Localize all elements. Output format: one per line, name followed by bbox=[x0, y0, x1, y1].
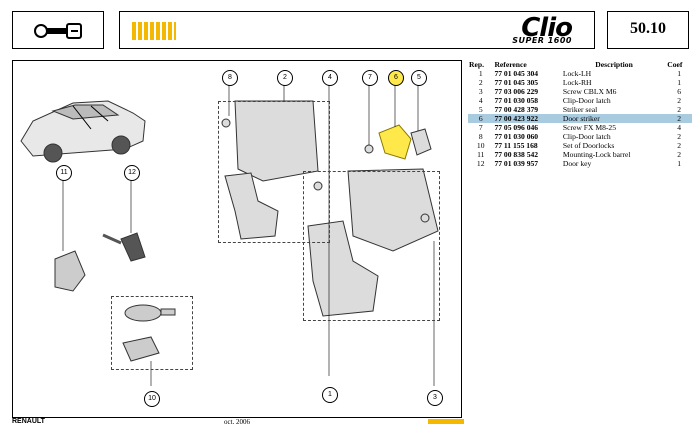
row-description: Door striker bbox=[561, 114, 667, 123]
callout-8[interactable]: 8 bbox=[222, 70, 238, 86]
door-striker-part bbox=[378, 124, 412, 160]
brand-stripes bbox=[132, 22, 176, 40]
row-rep: 3 bbox=[478, 87, 483, 96]
section-code: 50.10 bbox=[630, 20, 666, 37]
row-description: Set of Doorlocks bbox=[562, 141, 615, 150]
col-description: Description bbox=[595, 60, 633, 69]
row-rep: 8 bbox=[478, 132, 483, 141]
key-part bbox=[102, 232, 146, 262]
row-description: Lock-RH bbox=[562, 78, 592, 87]
callout-2[interactable]: 2 bbox=[277, 70, 293, 86]
row-description: Screw FX M8-25 bbox=[562, 123, 616, 132]
row-description: Screw CBLX M6 bbox=[562, 87, 617, 96]
model-logo-sub: SUPER 1600 bbox=[512, 36, 572, 45]
row-rep: 6 bbox=[468, 114, 494, 123]
section-code-box: 50.10 bbox=[607, 11, 689, 49]
row-reference: 77 05 096 046 bbox=[494, 123, 539, 132]
row-rep: 10 bbox=[476, 141, 485, 150]
row-reference: 77 00 428 379 bbox=[494, 105, 539, 114]
parts-table: Rep. Reference Description Coef 1 77 01 0… bbox=[468, 60, 692, 168]
row-coef: 2 bbox=[677, 132, 682, 141]
table-row[interactable]: 2 77 01 045 305 Lock-RH 1 bbox=[468, 78, 692, 87]
col-rep: Rep. bbox=[469, 60, 484, 69]
key-lock-icon bbox=[34, 23, 82, 39]
parts-table-header: Rep. Reference Description Coef bbox=[468, 60, 692, 69]
row-reference: 77 03 006 229 bbox=[494, 87, 539, 96]
row-reference: 77 01 045 305 bbox=[494, 78, 539, 87]
row-description: Clip-Door latch bbox=[562, 132, 611, 141]
row-coef: 1 bbox=[677, 69, 682, 78]
col-reference: Reference bbox=[494, 60, 527, 69]
row-coef: 1 bbox=[677, 78, 682, 87]
row-reference: 77 01 030 058 bbox=[494, 96, 539, 105]
row-rep: 4 bbox=[478, 96, 483, 105]
row-rep: 1 bbox=[478, 69, 483, 78]
table-row[interactable]: 4 77 01 030 058 Clip-Door latch 2 bbox=[468, 96, 692, 105]
callout-1[interactable]: 1 bbox=[322, 387, 338, 403]
callout-4[interactable]: 4 bbox=[322, 70, 338, 86]
table-row[interactable]: 3 77 03 006 229 Screw CBLX M6 6 bbox=[468, 87, 692, 96]
callout-12[interactable]: 12 bbox=[124, 165, 140, 181]
callout-10[interactable]: 10 bbox=[144, 391, 160, 407]
row-coef: 2 bbox=[677, 105, 682, 114]
row-description: Lock-LH bbox=[562, 69, 592, 78]
parts-illustration bbox=[20, 83, 439, 386]
row-reference: 77 01 039 957 bbox=[494, 159, 539, 168]
row-rep: 7 bbox=[478, 123, 483, 132]
table-row[interactable]: 12 77 01 039 957 Door key 1 bbox=[468, 159, 692, 168]
footer-brand: RENAULT bbox=[12, 418, 45, 425]
row-reference: 77 11 155 168 bbox=[494, 141, 538, 150]
row-reference: 77 00 423 922 bbox=[493, 114, 562, 123]
lock-parts bbox=[221, 100, 439, 317]
title-banner: Clio SUPER 1600 bbox=[119, 11, 595, 49]
footer-accent-bar bbox=[428, 419, 464, 424]
row-rep: 5 bbox=[478, 105, 483, 114]
row-description: Clip-Door latch bbox=[562, 96, 611, 105]
lock-group-lower bbox=[303, 171, 440, 321]
callout-5[interactable]: 5 bbox=[411, 70, 427, 86]
row-description: Door key bbox=[562, 159, 592, 168]
car-illustration bbox=[20, 100, 146, 163]
doorlock-set-part bbox=[122, 304, 176, 362]
callout-6[interactable]: 6 bbox=[388, 70, 404, 86]
row-rep: 2 bbox=[478, 78, 483, 87]
row-reference: 77 01 045 304 bbox=[494, 69, 539, 78]
row-rep: 11 bbox=[477, 150, 485, 159]
callout-7[interactable]: 7 bbox=[362, 70, 378, 86]
row-coef: 2 bbox=[677, 141, 682, 150]
callout-3[interactable]: 3 bbox=[427, 390, 443, 406]
table-row[interactable]: 10 77 11 155 168 Set of Doorlocks 2 bbox=[468, 141, 692, 150]
table-row[interactable]: 11 77 00 838 542 Mounting-Lock barrel 2 bbox=[468, 150, 692, 159]
mounting-part bbox=[54, 250, 86, 292]
row-description: Striker seal bbox=[562, 105, 598, 114]
row-coef: 1 bbox=[677, 159, 682, 168]
row-coef: 4 bbox=[677, 123, 682, 132]
lock-group-upper bbox=[218, 101, 330, 243]
section-icon-box bbox=[12, 11, 104, 49]
row-description: Mounting-Lock barrel bbox=[562, 150, 631, 159]
table-row[interactable]: 5 77 00 428 379 Striker seal 2 bbox=[468, 105, 692, 114]
table-row[interactable]: 1 77 01 045 304 Lock-LH 1 bbox=[468, 69, 692, 78]
callout-11[interactable]: 11 bbox=[56, 165, 72, 181]
col-coef: Coef bbox=[667, 60, 683, 69]
row-reference: 77 01 030 060 bbox=[494, 132, 539, 141]
row-coef: 2 bbox=[666, 114, 692, 123]
exploded-diagram: 8 2 4 7 6 5 11 12 10 1 3 bbox=[12, 60, 462, 418]
table-row[interactable]: 7 77 05 096 046 Screw FX M8-25 4 bbox=[468, 123, 692, 132]
row-coef: 2 bbox=[677, 96, 682, 105]
row-reference: 77 00 838 542 bbox=[494, 150, 539, 159]
row-coef: 6 bbox=[677, 87, 682, 96]
doorlock-set-group bbox=[111, 296, 193, 370]
row-coef: 2 bbox=[677, 150, 682, 159]
row-rep: 12 bbox=[476, 159, 485, 168]
table-row[interactable]: 8 77 01 030 060 Clip-Door latch 2 bbox=[468, 132, 692, 141]
footer-date: oct. 2006 bbox=[224, 418, 251, 426]
model-logo: Clio bbox=[521, 13, 573, 43]
